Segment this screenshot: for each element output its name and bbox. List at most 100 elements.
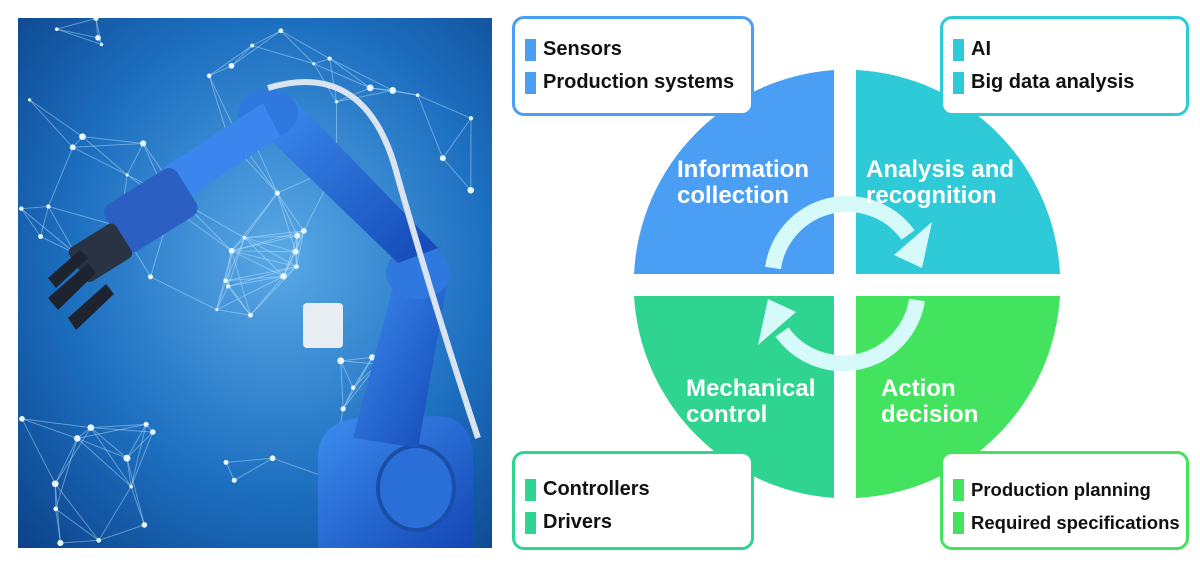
- bullet-marker: [525, 478, 536, 501]
- network-line: [244, 235, 298, 239]
- network-node: [415, 93, 420, 98]
- network-node: [225, 284, 231, 289]
- network-node: [340, 406, 346, 412]
- network-line: [225, 462, 235, 481]
- item-label: Controllers: [543, 478, 650, 500]
- network-node: [369, 354, 376, 361]
- list-item: Drivers: [525, 506, 741, 539]
- network-line: [90, 427, 128, 459]
- network-node: [143, 421, 149, 427]
- network-node: [38, 234, 44, 239]
- quadrant-information-collection: [634, 70, 834, 274]
- network-line: [40, 206, 49, 237]
- network-line: [280, 30, 330, 60]
- network-node: [312, 62, 316, 66]
- label-analysis-recognition: Analysis and recognition: [866, 156, 1015, 209]
- network-line: [130, 431, 154, 487]
- network-node: [140, 140, 147, 147]
- network-line: [392, 89, 418, 96]
- label-action-decision: Action decision: [881, 375, 979, 428]
- network-line: [72, 142, 144, 148]
- network-line: [225, 275, 284, 282]
- network-line: [216, 309, 251, 316]
- network-node: [223, 459, 229, 465]
- network-line: [227, 286, 251, 316]
- network-node: [242, 235, 247, 240]
- network-node: [231, 477, 237, 483]
- network-line: [231, 45, 253, 67]
- network-line: [47, 147, 74, 207]
- network-line: [20, 208, 41, 237]
- network-line: [77, 423, 147, 439]
- network-line: [54, 483, 61, 544]
- network-line: [231, 250, 251, 316]
- network-line: [231, 30, 282, 67]
- network-node: [19, 206, 24, 211]
- item-label: Big data analysis: [971, 71, 1135, 93]
- network-node: [95, 35, 101, 41]
- network-node: [51, 480, 59, 488]
- network-node: [123, 454, 131, 462]
- box-mechanical-control: Controllers Drivers: [512, 451, 754, 550]
- network-line: [98, 524, 145, 541]
- network-line: [55, 508, 61, 544]
- network-node: [57, 539, 64, 547]
- network-line: [231, 235, 298, 252]
- network-line: [126, 424, 147, 459]
- network-node: [27, 98, 32, 102]
- network-node: [278, 28, 284, 34]
- network-line: [82, 136, 144, 144]
- network-node: [215, 308, 219, 312]
- network-line: [90, 423, 147, 429]
- network-line: [417, 94, 444, 159]
- network-node: [69, 144, 76, 151]
- network-node: [248, 312, 253, 318]
- list-item: AI: [953, 33, 1176, 66]
- network-line: [231, 237, 245, 252]
- list-item: Production systems: [525, 66, 741, 99]
- network-line: [90, 427, 132, 487]
- item-label: AI: [971, 38, 991, 60]
- network-line: [21, 206, 49, 210]
- network-node: [206, 73, 212, 79]
- network-node: [141, 522, 148, 528]
- item-label: Sensors: [543, 38, 622, 60]
- network-line: [21, 418, 91, 429]
- network-line: [72, 146, 128, 176]
- network-line: [130, 424, 147, 487]
- network-line: [82, 136, 128, 176]
- list-item: Controllers: [525, 473, 741, 506]
- item-label: Required specifications: [971, 511, 1180, 533]
- bullet-marker: [953, 71, 964, 94]
- network-line: [54, 438, 78, 485]
- network-line: [47, 206, 76, 254]
- network-line: [150, 276, 217, 311]
- network-line: [340, 360, 378, 365]
- network-line: [313, 58, 330, 65]
- network-line: [231, 230, 304, 252]
- network-line: [48, 206, 121, 228]
- network-line: [251, 30, 282, 47]
- network-node: [228, 62, 235, 69]
- network-line: [231, 192, 278, 252]
- label-mechanical-control: Mechanical control: [686, 375, 816, 428]
- network-line: [442, 157, 472, 191]
- network-node: [147, 274, 154, 280]
- network-line: [29, 99, 74, 148]
- network-line: [342, 387, 354, 409]
- network-node: [125, 173, 129, 177]
- network-line: [56, 28, 102, 46]
- network-line: [216, 286, 229, 310]
- network-node: [274, 190, 280, 196]
- network-node: [19, 416, 25, 422]
- bullet-marker: [953, 511, 964, 534]
- network-node: [150, 429, 156, 435]
- network-node: [468, 116, 474, 121]
- network-line: [225, 457, 273, 463]
- network-line: [225, 237, 246, 281]
- network-node: [269, 455, 276, 462]
- network-line: [60, 539, 99, 544]
- network-line: [95, 18, 99, 38]
- network-node: [389, 87, 397, 94]
- network-node: [294, 232, 301, 239]
